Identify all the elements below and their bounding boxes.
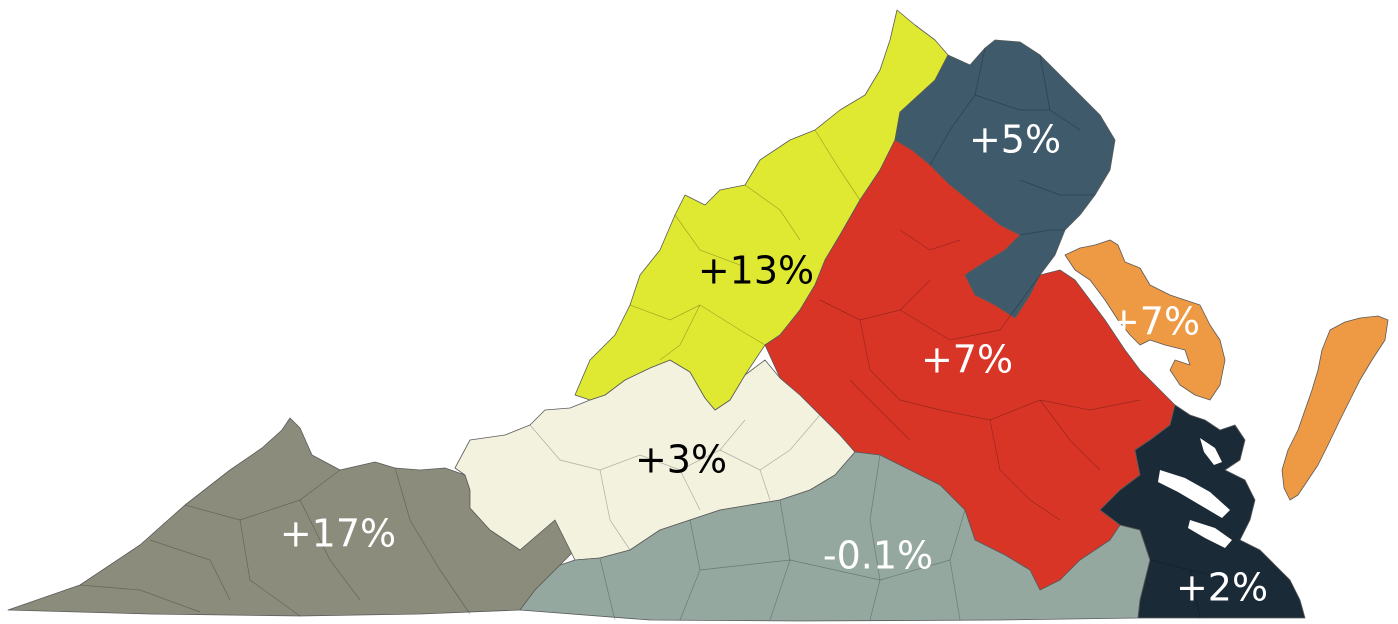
- region-hampton-roads[interactable]: [1099, 404, 1306, 619]
- hampton-roads-inlets: [1158, 438, 1232, 548]
- region-eastern-shore[interactable]: [1281, 315, 1389, 501]
- label-hampton-roads: +2%: [1176, 566, 1268, 610]
- hampton-roads-county-lines: [1149, 559, 1231, 619]
- label-valley: +13%: [698, 249, 814, 293]
- label-northern: +5%: [969, 118, 1061, 162]
- west-central-county-lines: [529, 414, 821, 551]
- label-southside: -0.1%: [823, 534, 933, 578]
- region-northern-neck[interactable]: [1064, 239, 1226, 401]
- valley-county-lines: [629, 129, 861, 361]
- label-central: +7%: [921, 338, 1013, 382]
- label-west-central: +3%: [635, 438, 727, 482]
- central-county-lines: [819, 229, 1141, 521]
- label-northern-neck: +7%: [1108, 300, 1200, 344]
- northern-county-lines: [929, 47, 1095, 236]
- southside-county-lines: [599, 454, 966, 621]
- label-southwest: +17%: [280, 512, 396, 556]
- region-labels: +17% +3% +13% +5% +7% +7% -0.1% +2%: [280, 118, 1268, 610]
- southwest-county-lines: [79, 467, 471, 617]
